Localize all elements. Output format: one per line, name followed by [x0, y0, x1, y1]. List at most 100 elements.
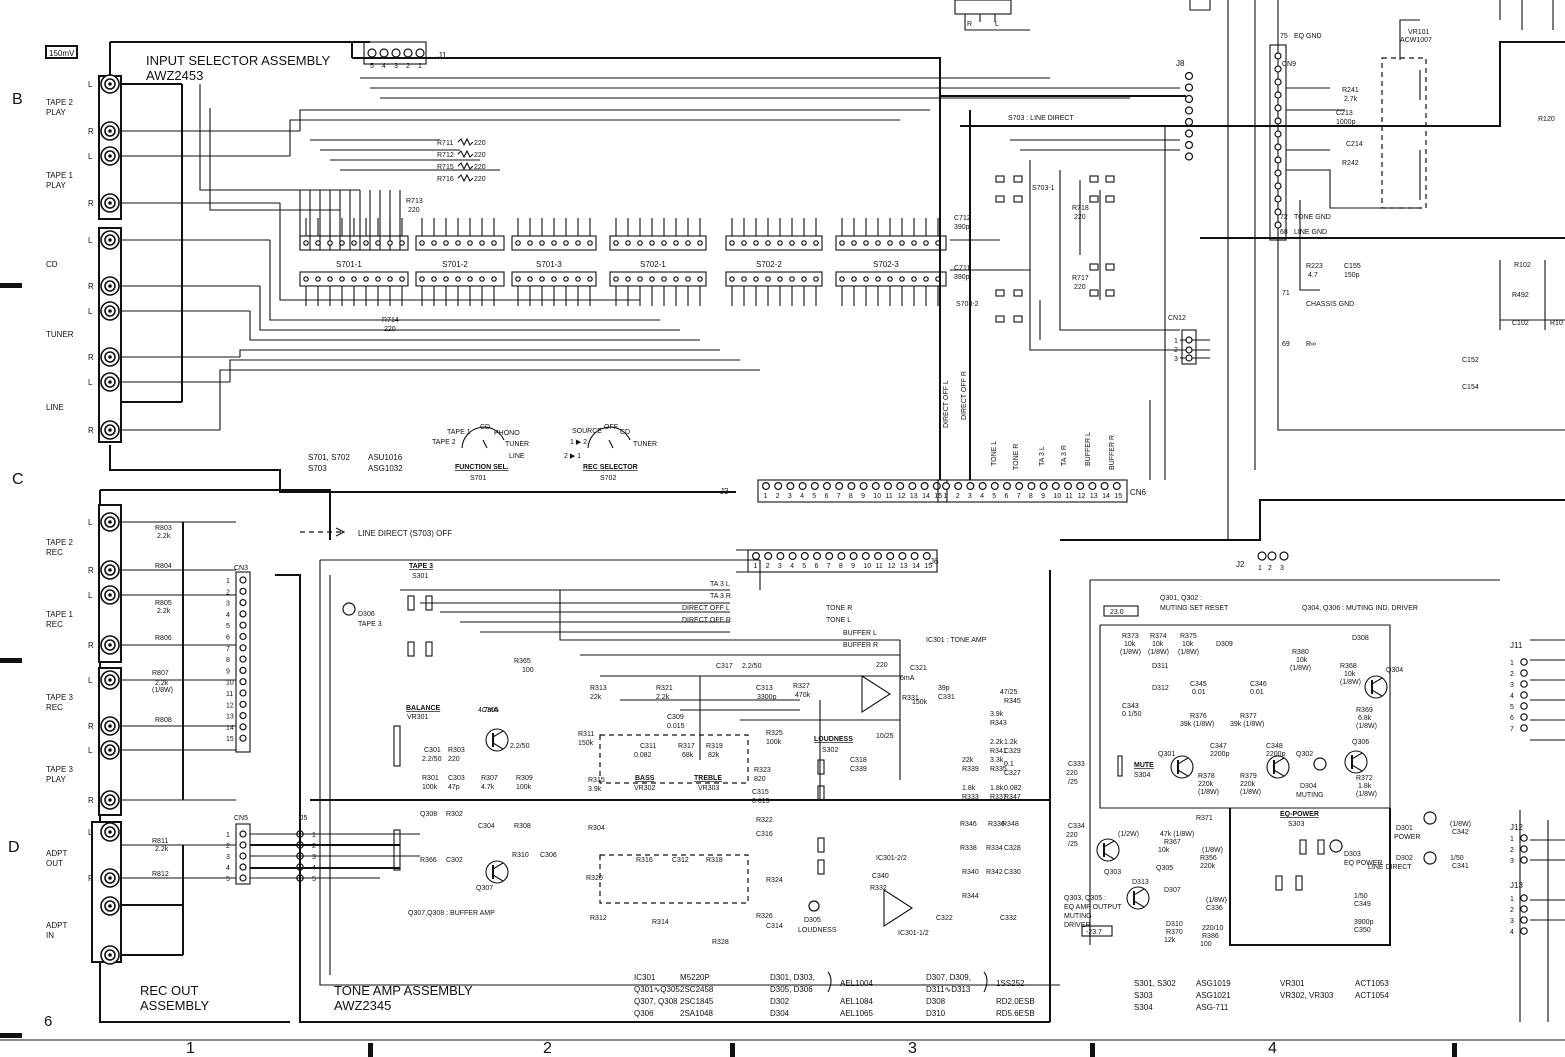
j8-pin: [1184, 152, 1194, 161]
switch-upper-bar: [835, 235, 947, 251]
switch-contact: [625, 276, 631, 282]
switch-contact: [491, 240, 497, 246]
svg-text:TREBLE: TREBLE: [694, 775, 722, 782]
switch-contact: [479, 240, 485, 246]
tone-part-label: 2.2/50: [422, 756, 442, 763]
input-bus-wires: [109, 41, 1180, 493]
resistor-zigzag: [457, 149, 474, 159]
j3-pin-number: 8: [849, 493, 853, 500]
rec-resistor-label: R807: [152, 670, 169, 677]
svg-text:VR301: VR301: [1280, 979, 1305, 988]
svg-text:J6: J6: [930, 557, 939, 566]
tone-part-label: 10/25: [876, 733, 894, 740]
svg-text:TA 3 L: TA 3 L: [710, 581, 730, 588]
cn3-pin-number: 2: [226, 589, 230, 596]
tone-part-label: 0.082: [1004, 785, 1022, 792]
mute-part-label: C341: [1452, 863, 1469, 870]
mute-part-label: D312: [1152, 685, 1169, 692]
q305-symbol-emitter: [1133, 900, 1145, 908]
mute-part-label: (1/8W): [1240, 789, 1261, 796]
q301-symbol: [1170, 755, 1194, 779]
switch-contact: [455, 276, 461, 282]
tone-part-label: C301: [424, 747, 441, 754]
switch-contact: [351, 240, 357, 246]
svg-text:S301: S301: [412, 573, 428, 580]
rec-resistor-label: 2.2k: [155, 846, 169, 853]
mute-part-label: 3900p: [1354, 919, 1374, 926]
mute-part-label: 220/10: [1202, 925, 1224, 932]
q306-symbol-emitter: [1351, 764, 1363, 772]
mute-part-label: 39k (1/8W): [1180, 721, 1214, 728]
col-label-2: 2: [543, 1040, 552, 1057]
switch-contact: [515, 240, 521, 246]
cn9-pin: [1274, 208, 1282, 216]
svg-text:R10: R10: [1550, 320, 1563, 327]
j6-pin: [751, 551, 760, 560]
j3-pin-number: 4: [800, 493, 804, 500]
svg-text:S303: S303: [1134, 991, 1153, 1000]
j3-pin-number: 11: [886, 493, 893, 500]
mute-part-label: R369: [1356, 707, 1373, 714]
switch-contact: [419, 276, 425, 282]
r713-label: R713: [406, 198, 423, 205]
svg-text:2 ▶ 1: 2 ▶ 1: [564, 453, 581, 460]
switch-contact: [911, 276, 917, 282]
mute-part-label: D308: [1352, 635, 1369, 642]
tone-part-label: 4.7k: [481, 784, 495, 791]
j1-pin: [391, 48, 401, 58]
j11-pin: [1520, 702, 1528, 710]
tone-part-label: 22k: [590, 694, 602, 701]
mute-part-label: C347: [1210, 743, 1227, 750]
cn9-pin: [1274, 78, 1282, 86]
cn3-pin: [239, 666, 247, 675]
j6-pin: [922, 551, 931, 560]
j5-pin-number: 2: [312, 843, 316, 850]
tone-part-label: R321: [656, 685, 673, 692]
tone-part-label: R304: [588, 825, 605, 832]
j13-pin-number: 1: [1510, 896, 1514, 903]
rec-jack-pin: [108, 643, 112, 647]
level-badge: 150mV: [45, 45, 78, 59]
j6-pin-number: 1: [754, 563, 758, 570]
svg-text:C152: C152: [1462, 357, 1479, 364]
mute-part-label: 2200p: [1210, 751, 1230, 758]
switch-lower-bar: [609, 271, 707, 287]
jack-channel: L: [88, 378, 93, 387]
rec-selector-title: REC SELECTOR: [583, 464, 638, 471]
tone-part-label: 47/25: [1000, 689, 1018, 696]
tone-part-label: C314: [766, 923, 783, 930]
cn6-pin-number: 8: [1029, 493, 1033, 500]
tone-part-label: 220: [448, 756, 460, 763]
mute-part-label: R386: [1202, 933, 1219, 940]
cn9-pin: [1274, 117, 1282, 125]
q304-symbol: [1364, 675, 1388, 699]
tone-part-label: R331: [902, 695, 919, 702]
switch-contact: [539, 276, 545, 282]
q301-symbol-collector: [1177, 757, 1189, 765]
cn6-pin-number: 2: [956, 493, 960, 500]
cn9-pin: [1274, 195, 1282, 203]
mute-part-label: R373: [1122, 633, 1139, 640]
j3-pin: [822, 482, 831, 491]
cn9-pin: [1274, 104, 1282, 112]
j6-pin-number: 7: [827, 563, 831, 570]
tone-part-label: 39p: [938, 685, 950, 692]
jack-channel: L: [88, 518, 93, 527]
rec-resistor-label: R808: [155, 717, 172, 724]
cn3-pin-number: 4: [226, 612, 230, 619]
tone-part-label: C305: [482, 707, 499, 714]
svg-text:ACT1054: ACT1054: [1355, 991, 1389, 1000]
mute-part-label: 6.8k: [1358, 715, 1372, 722]
tone-part-label: C340: [872, 873, 889, 880]
tone-part-label: R301: [422, 775, 439, 782]
svg-text:BUFFER R: BUFFER R: [843, 642, 878, 649]
tone-part-label: C332: [1000, 915, 1017, 922]
j6-pin-number: 14: [912, 563, 920, 570]
cn3-pin: [239, 723, 247, 731]
mute-part-label: Q304: [1386, 667, 1403, 674]
rec-jack-pin: [108, 678, 112, 682]
cn9-pin: [1274, 91, 1282, 99]
svg-text:D304: D304: [770, 1009, 790, 1018]
svg-text:1: 1: [1258, 565, 1262, 572]
svg-text:CHASSIS GND: CHASSIS GND: [1306, 301, 1354, 308]
